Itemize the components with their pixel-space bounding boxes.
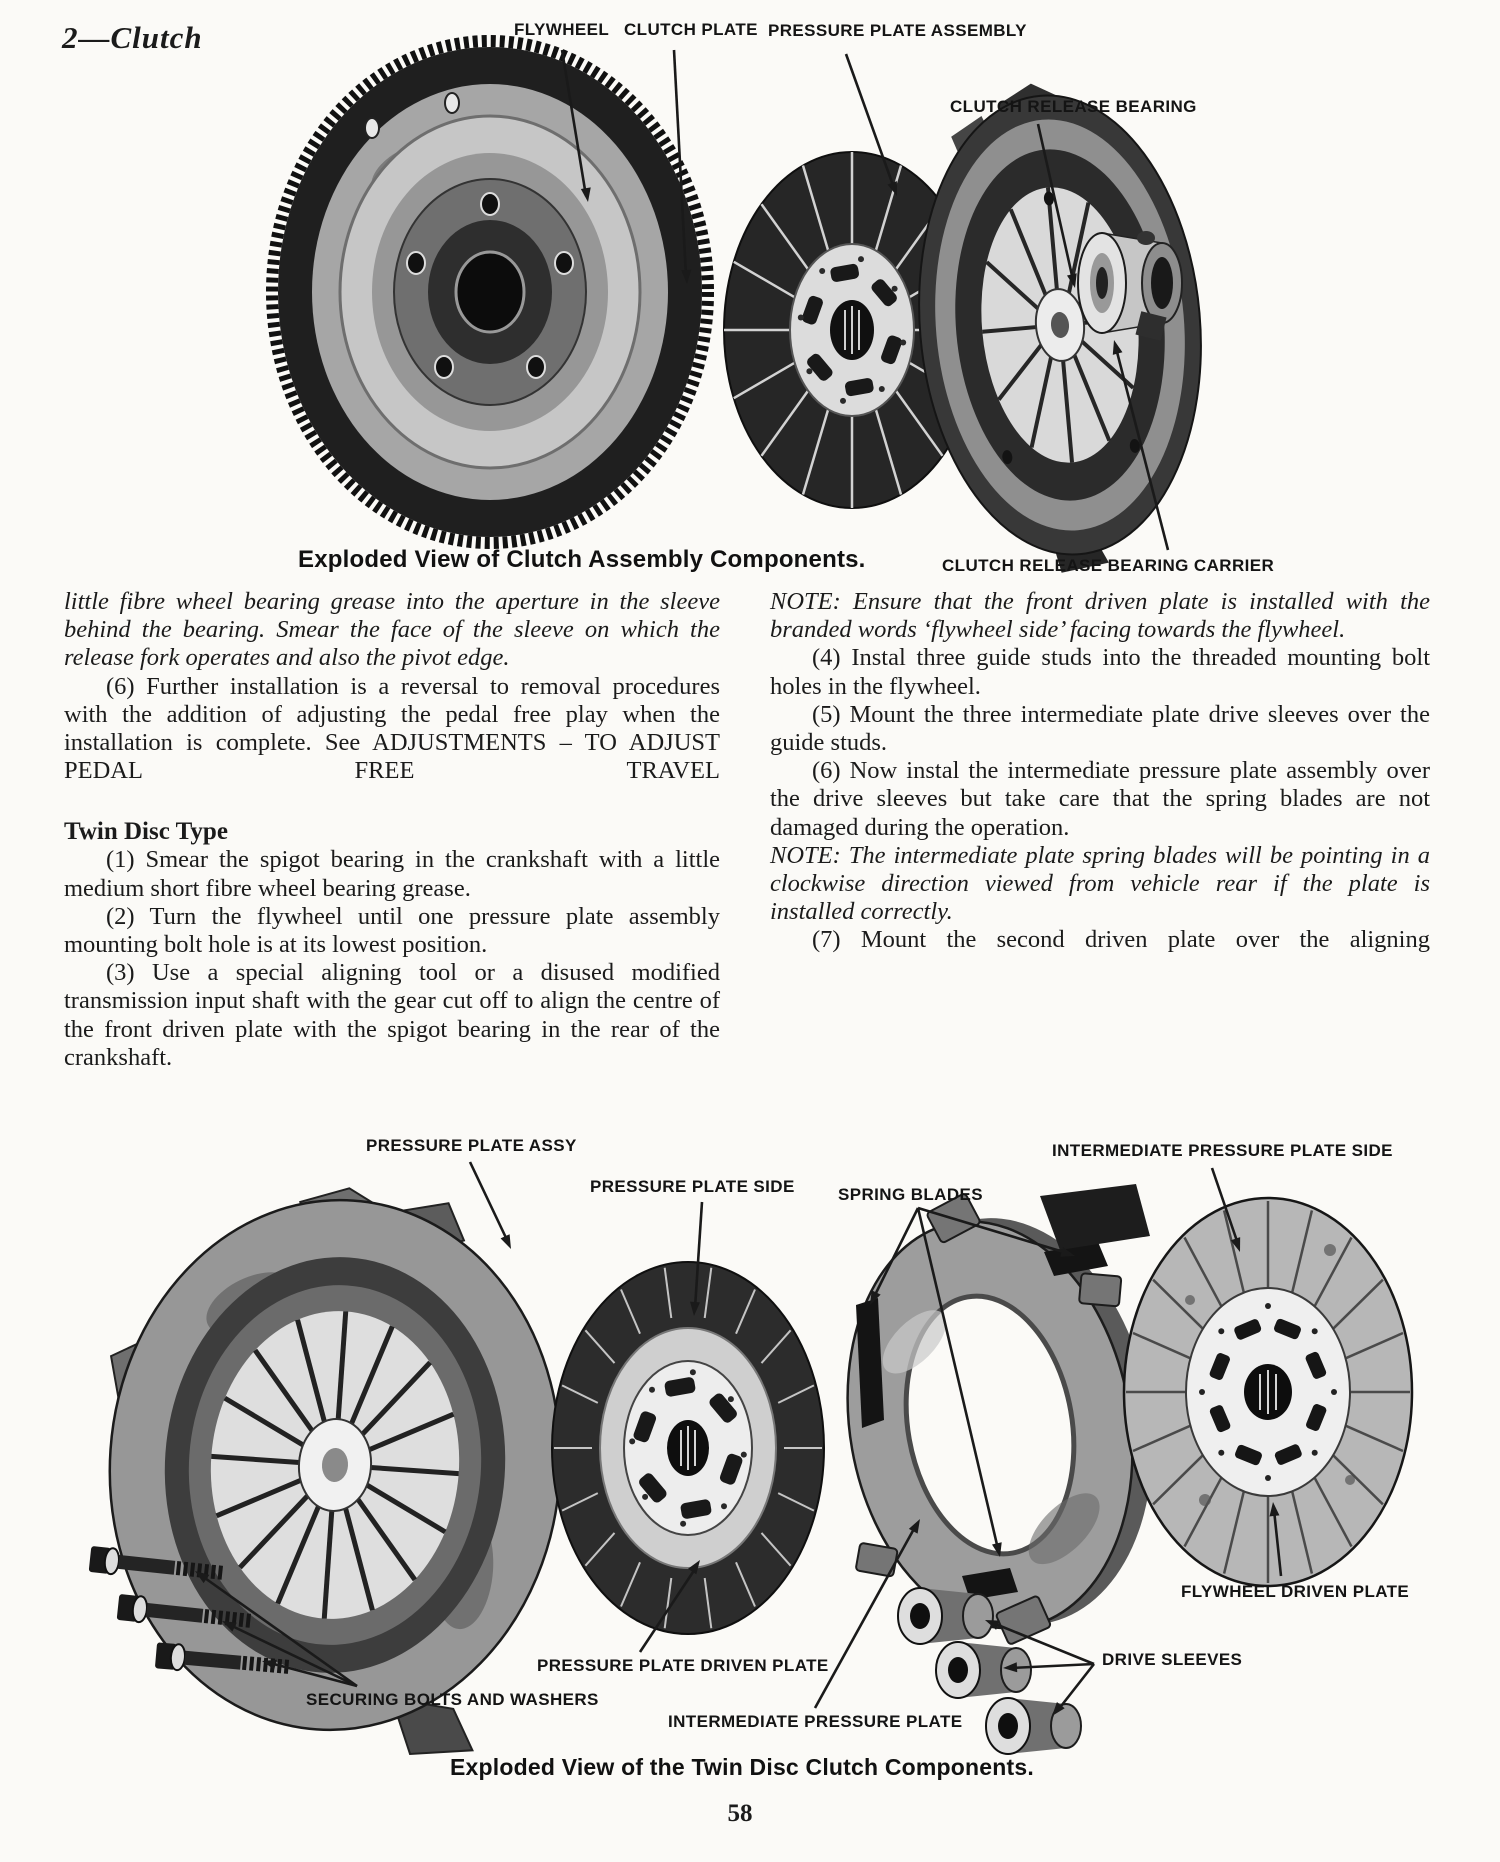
paragraph-step-4: (4) Instal three guide studs into the th… (770, 644, 1430, 700)
label-drive-sleeves: DRIVE SLEEVES (1102, 1650, 1243, 1669)
clutch-release-bearing-illustration (1077, 231, 1183, 341)
page-number: 58 (727, 1800, 753, 1827)
paragraph-step-6: (6) Now instal the intermediate pressure… (770, 757, 1430, 841)
pressure-plate-assembly-illustration (918, 83, 1202, 573)
paragraph-note-2: NOTE: The intermediate plate spring blad… (770, 841, 1430, 926)
figure1-caption: Exploded View of Clutch Assembly Compone… (298, 546, 866, 573)
label-securing-bolts-and-washers: SECURING BOLTS AND WASHERS (306, 1690, 599, 1709)
label-clutch-release-bearing: CLUTCH RELEASE BEARING (950, 97, 1197, 116)
section-heading-twin-disc: Twin Disc Type (64, 818, 228, 846)
label-flywheel: FLYWHEEL (514, 20, 610, 39)
paragraph-step-1: (1) Smear the spigot bearing in the cran… (64, 846, 720, 902)
figure2-caption: Exploded View of the Twin Disc Clutch Co… (450, 1754, 1034, 1780)
paragraph-step-6-single: (6) Further installation is a reversal t… (64, 672, 720, 785)
paragraph-note-1: NOTE: Ensure that the front driven plate… (770, 588, 1430, 644)
paragraph-step-3: (3) Use a special aligning tool or a dis… (64, 959, 720, 1071)
label-pressure-plate-assembly: PRESSURE PLATE ASSEMBLY (768, 21, 1027, 40)
label-intermediate-pressure-plate-side: INTERMEDIATE PRESSURE PLATE SIDE (1052, 1141, 1393, 1160)
flywheel-driven-plate-illustration (1122, 1196, 1414, 1588)
paragraph-continuation: little fibre wheel bearing grease into t… (64, 588, 720, 672)
label-intermediate-pressure-plate: INTERMEDIATE PRESSURE PLATE (668, 1712, 963, 1731)
label-spring-blades: SPRING BLADES (838, 1185, 983, 1204)
left-column: little fibre wheel bearing grease into t… (64, 588, 720, 1072)
label-clutch-plate: CLUTCH PLATE (624, 20, 758, 39)
paragraph-step-5: (5) Mount the three intermediate plate d… (770, 700, 1430, 757)
label-clutch-release-bearing-carrier: CLUTCH RELEASE BEARING CARRIER (942, 556, 1275, 575)
drive-sleeves-illustration (897, 1587, 1082, 1755)
securing-bolts-illustration (88, 1546, 291, 1674)
pressure-plate-driven-plate-illustration (551, 1261, 825, 1635)
label-pressure-plate-assy: PRESSURE PLATE ASSY (366, 1136, 577, 1155)
pressure-plate-assy-illustration (108, 1187, 562, 1755)
paragraph-step-2: (2) Turn the flywheel until one pressure… (64, 902, 720, 959)
flywheel-illustration (266, 35, 714, 549)
paragraph-step-7: (7) Mount the second driven plate over t… (812, 926, 1430, 954)
label-pressure-plate-side: PRESSURE PLATE SIDE (590, 1177, 795, 1196)
intermediate-pressure-plate-illustration (846, 1184, 1153, 1645)
page-title: 2—Clutch (62, 20, 203, 55)
label-flywheel-driven-plate: FLYWHEEL DRIVEN PLATE (1181, 1582, 1410, 1601)
label-pressure-plate-driven-plate: PRESSURE PLATE DRIVEN PLATE (537, 1656, 829, 1675)
right-column: NOTE: Ensure that the front driven plate… (770, 588, 1430, 955)
